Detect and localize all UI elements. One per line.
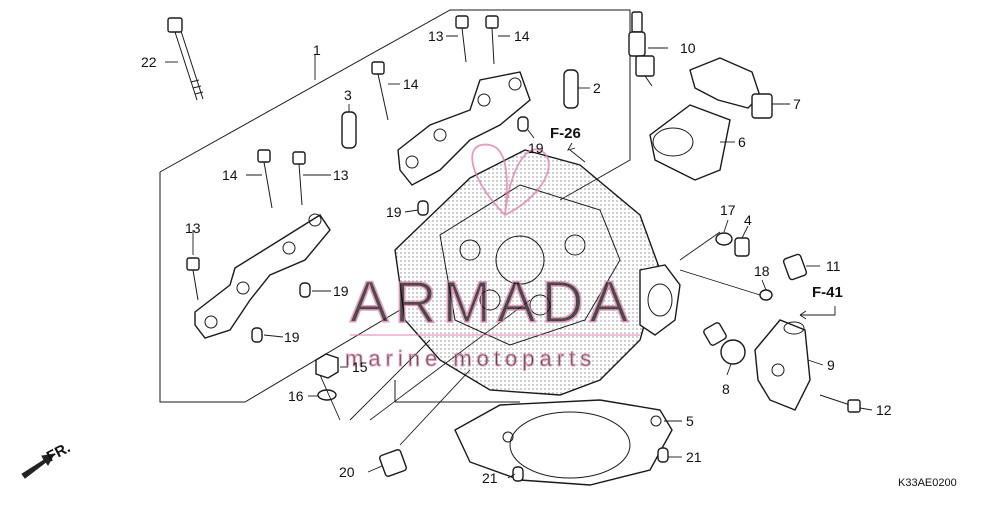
cylinder-head xyxy=(394,149,681,396)
callout-8: 8 xyxy=(722,381,730,397)
callout-18: 18 xyxy=(754,263,770,279)
watermark: ARMADA marine motoparts xyxy=(345,143,640,372)
callout-13-top: 13 xyxy=(428,28,444,44)
washer-18 xyxy=(759,289,773,301)
callout-10: 10 xyxy=(680,40,696,56)
callout-19-mid: 19 xyxy=(386,204,402,220)
callout-12: 12 xyxy=(876,402,892,418)
insulator-6 xyxy=(649,104,731,181)
callout-7: 7 xyxy=(793,96,801,112)
callout-17: 17 xyxy=(720,202,736,218)
callout-14-mid: 14 xyxy=(403,76,419,92)
front-direction-arrow xyxy=(21,453,55,479)
callout-2: 2 xyxy=(593,80,601,96)
callout-21-right: 21 xyxy=(686,449,702,465)
flange-bolts xyxy=(186,15,499,301)
thermostat-cover-9 xyxy=(754,319,811,411)
callout-3: 3 xyxy=(344,87,352,103)
valve-guide-2 xyxy=(563,69,579,109)
long-bolt-22 xyxy=(167,17,204,101)
watermark-subtitle: marine motoparts xyxy=(345,346,596,371)
plug-4 xyxy=(734,237,750,257)
camshaft-holder-left xyxy=(194,213,331,339)
callout-19-bottom: 19 xyxy=(284,329,300,345)
watermark-logo xyxy=(471,143,550,217)
callout-15: 15 xyxy=(352,359,368,375)
callout-6: 6 xyxy=(738,134,746,150)
callout-14-top: 14 xyxy=(514,28,530,44)
dowel-21-b xyxy=(657,447,669,463)
callout-19-right: 19 xyxy=(333,283,349,299)
callout-21-bottom: 21 xyxy=(482,470,498,486)
callout-20: 20 xyxy=(339,464,355,480)
callout-16: 16 xyxy=(288,388,304,404)
camshaft-holder-upper xyxy=(397,71,531,186)
thermostat-8 xyxy=(703,322,746,365)
callout-11: 11 xyxy=(826,258,841,274)
diagram-code: K33AE0200 xyxy=(898,477,957,489)
callout-5: 5 xyxy=(686,413,694,429)
spark-plug-10 xyxy=(628,11,655,87)
callout-13-mid: 13 xyxy=(333,167,349,183)
assembly-outline-lower xyxy=(394,380,520,403)
callout-19-top: 19 xyxy=(528,140,544,156)
reference-f41: F-41 xyxy=(812,284,843,301)
valve-guide-3 xyxy=(341,111,357,149)
o-ring-17 xyxy=(715,232,733,246)
callout-labels: 1 2 3 4 5 6 7 8 9 10 11 12 13 13 13 14 1… xyxy=(141,28,892,486)
sensor-11 xyxy=(782,253,808,281)
bolt-12 xyxy=(819,394,861,413)
watermark-title: ARMADA xyxy=(350,270,634,335)
callout-4: 4 xyxy=(744,212,752,228)
callout-14-left: 14 xyxy=(222,167,238,183)
dowel-21-a xyxy=(512,466,524,482)
callout-9: 9 xyxy=(827,357,835,373)
leader-lines xyxy=(165,35,873,479)
callout-13-left: 13 xyxy=(185,220,201,236)
nut-15 xyxy=(315,353,339,379)
dowel-pins xyxy=(251,116,529,343)
reference-f26: F-26 xyxy=(550,125,581,142)
callout-1: 1 xyxy=(313,42,321,58)
hose-band-7 xyxy=(689,57,773,119)
stud-bolt-20 xyxy=(379,449,407,477)
callout-22: 22 xyxy=(141,54,157,70)
